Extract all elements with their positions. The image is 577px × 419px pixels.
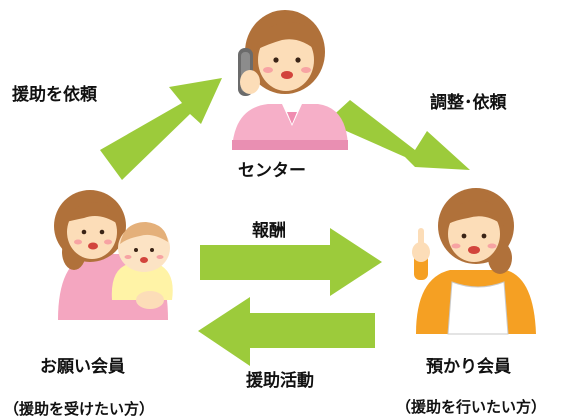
label-requesting-member-note: （援助を受けたい方）	[4, 400, 154, 418]
arrow-payment	[200, 228, 382, 296]
label-payment: 報酬	[252, 220, 286, 241]
label-center: センター	[238, 161, 306, 181]
providing-member-illustration	[412, 188, 536, 335]
label-coordinate-request: 調整･依頼	[430, 92, 507, 113]
arrow-coordinate-request	[326, 100, 470, 170]
label-providing-member: 預かり会員	[426, 356, 511, 377]
arrow-support-activity	[198, 297, 375, 366]
center-operator-illustration	[232, 10, 348, 150]
label-requesting-member: お願い会員	[40, 356, 125, 377]
label-providing-member-note: （援助を行いたい方）	[396, 398, 546, 416]
arrow-request-support	[100, 78, 222, 180]
label-request-support: 援助を依頼	[12, 84, 98, 105]
requesting-member-illustration	[54, 190, 173, 320]
label-support-activity: 援助活動	[246, 370, 314, 391]
